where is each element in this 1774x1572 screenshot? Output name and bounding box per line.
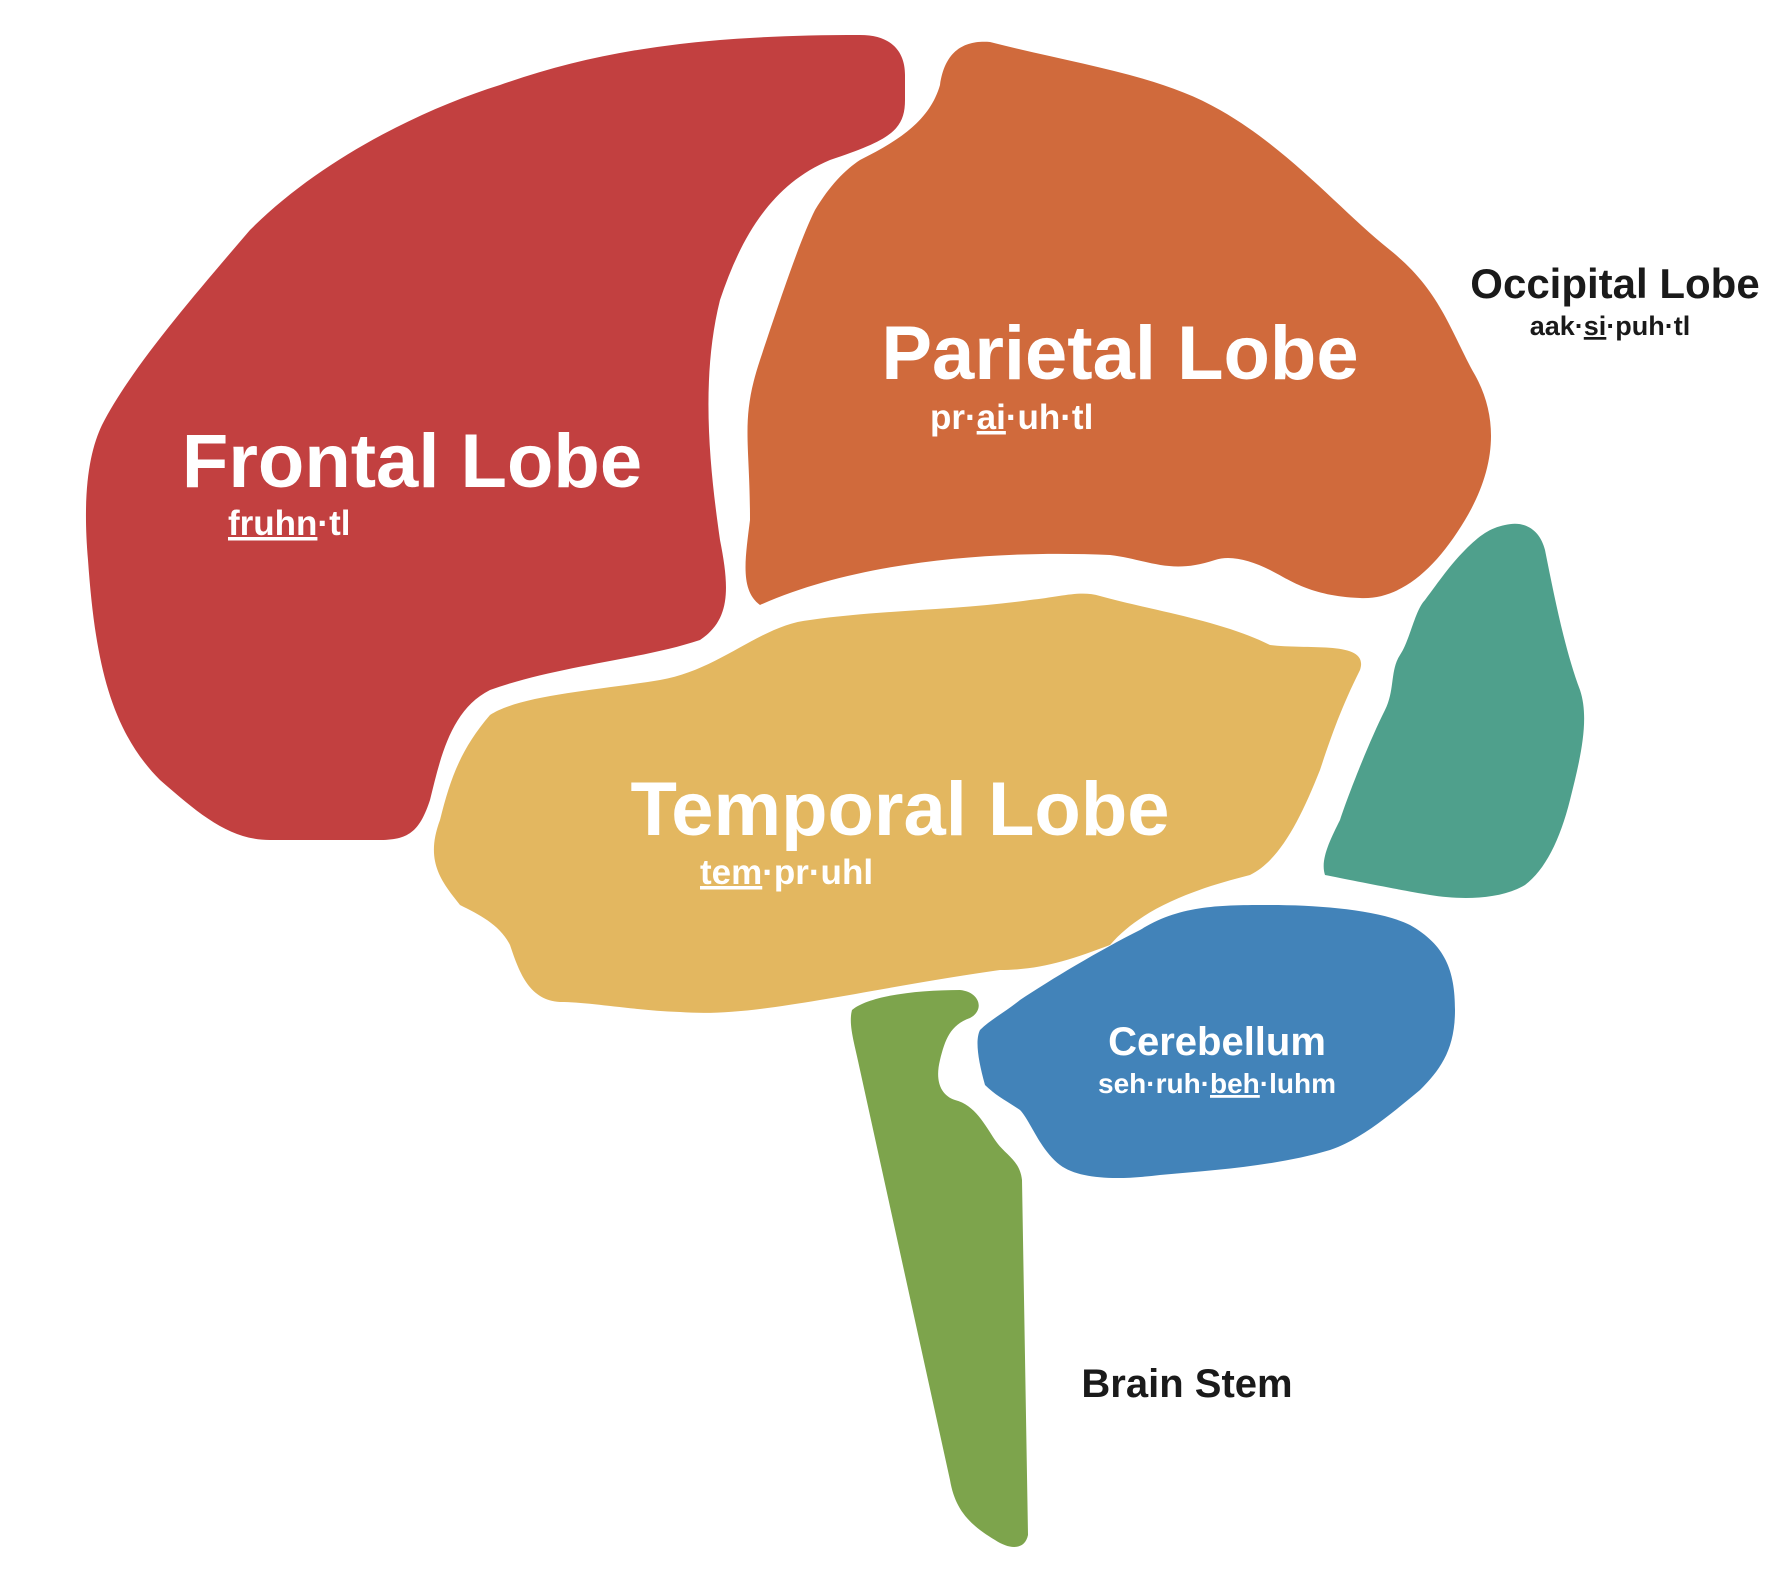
occipital-lobe-pronunciation: aak·si·puh·tl (1530, 311, 1691, 341)
cerebellum-pronunciation: seh·ruh·beh·luhm (1098, 1068, 1336, 1099)
cerebellum-region (977, 905, 1455, 1178)
brain-stem-region (850, 990, 1028, 1547)
parietal-lobe-region (745, 41, 1492, 605)
cerebellum-label: Cerebellum (1108, 1020, 1326, 1064)
temporal-lobe-label: Temporal Lobe (630, 767, 1169, 852)
parietal-lobe-pronunciation: pr·ai·uh·tl (930, 398, 1093, 437)
brain-stem-label: Brain Stem (1081, 1362, 1292, 1406)
occipital-lobe-region (1323, 523, 1585, 898)
parietal-lobe-label: Parietal Lobe (881, 311, 1358, 396)
frontal-lobe-region (85, 35, 906, 840)
occipital-lobe-label: Occipital Lobe (1470, 260, 1759, 307)
frontal-lobe-pronunciation: fruhn·tl (228, 504, 350, 543)
temporal-lobe-region (433, 593, 1362, 1013)
frontal-lobe-label: Frontal Lobe (182, 419, 642, 504)
temporal-lobe-pronunciation: tem·pr·uhl (700, 853, 873, 892)
